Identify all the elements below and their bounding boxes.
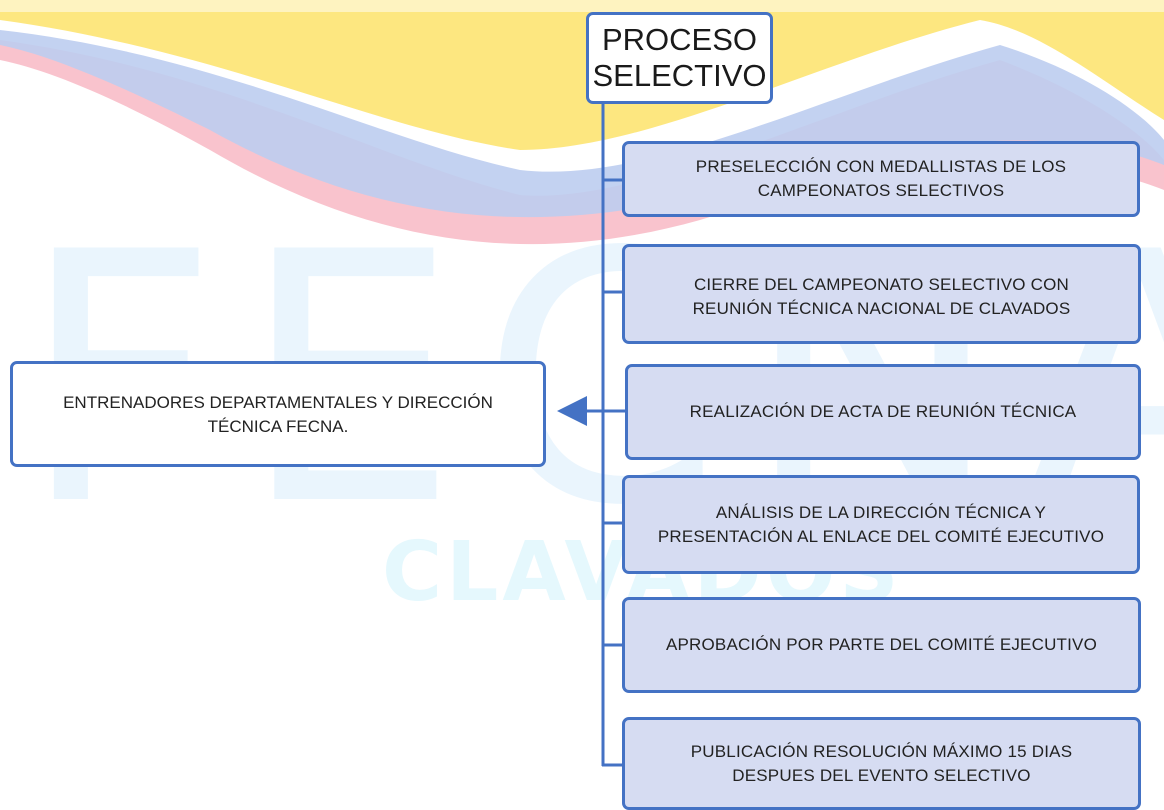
flag-wave-yellow-band <box>0 0 1164 150</box>
step-node-cierre-campeonato: CIERRE DEL CAMPEONATO SELECTIVO CON REUN… <box>622 244 1141 344</box>
step-3-line-1: REALIZACIÓN DE ACTA DE REUNIÓN TÉCNICA <box>689 402 1077 421</box>
step-6-line-2: DESPUES DEL EVENTO SELECTIVO <box>732 765 1031 785</box>
step-6-line-1: PUBLICACIÓN RESOLUCIÓN MÁXIMO 15 DIAS <box>690 741 1073 761</box>
side-note-entrenadores: ENTRENADORES DEPARTAMENTALES Y DIRECCIÓN… <box>10 361 546 467</box>
step-node-analisis-direccion: ANÁLISIS DE LA DIRECCIÓN TÉCNICA Y PRESE… <box>622 475 1140 574</box>
side-note-line-1: ENTRENADORES DEPARTAMENTALES Y DIRECCIÓN <box>63 393 493 412</box>
step-2-line-1: CIERRE DEL CAMPEONATO SELECTIVO CON <box>693 275 1070 294</box>
root-line-1: PROCESO <box>601 22 758 57</box>
step-1-line-1: PRESELECCIÓN CON MEDALLISTAS DE LOS <box>695 157 1067 176</box>
step-4-line-1: ANÁLISIS DE LA DIRECCIÓN TÉCNICA Y <box>715 502 1047 522</box>
flag-wave-top-fade <box>0 0 1164 12</box>
step-node-aprobacion: APROBACIÓN POR PARTE DEL COMITÉ EJECUTIV… <box>622 597 1141 693</box>
step-4-line-2: PRESENTACIÓN AL ENLACE DEL COMITÉ EJECUT… <box>657 526 1105 546</box>
root-line-2: SELECTIVO <box>592 58 767 93</box>
step-1-line-2: CAMPEONATOS SELECTIVOS <box>757 181 1005 200</box>
step-5-line-1: APROBACIÓN POR PARTE DEL COMITÉ EJECUTIV… <box>665 635 1098 654</box>
step-2-line-2: REUNIÓN TÉCNICA NACIONAL DE CLAVADOS <box>692 299 1071 318</box>
root-node-proceso-selectivo: PROCESO SELECTIVO <box>586 12 773 104</box>
step-node-preseleccion: PRESELECCIÓN CON MEDALLISTAS DE LOS CAMP… <box>622 141 1140 217</box>
step-node-publicacion: PUBLICACIÓN RESOLUCIÓN MÁXIMO 15 DIAS DE… <box>622 717 1141 810</box>
side-note-line-2: TÉCNICA FECNA. <box>207 417 349 436</box>
flag-wave-blue-band <box>0 30 1164 218</box>
step-node-acta-reunion: REALIZACIÓN DE ACTA DE REUNIÓN TÉCNICA <box>625 364 1141 460</box>
